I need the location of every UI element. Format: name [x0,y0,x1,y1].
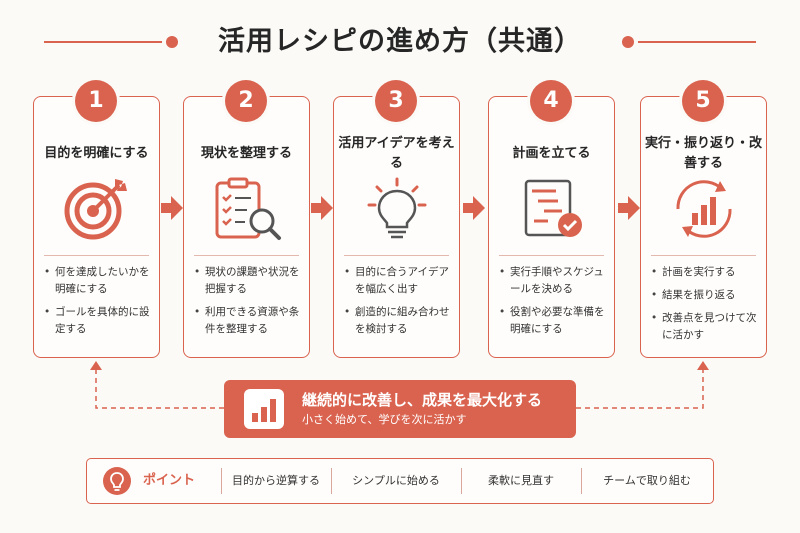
card-divider [651,255,756,256]
title-line-right [638,41,756,43]
step-bullets: 計画を実行する 結果を振り返る 改善点を見つけて次に活かす [651,264,760,350]
bullet: 目的に合うアイデアを幅広く出す [344,264,453,298]
bullet: ゴールを具体的に設定する [44,304,153,338]
point-bar: ポイント 目的から逆算する シンプルに始める 柔軟に見直す チームで取り組む [86,458,714,504]
point-divider [331,468,332,494]
point-label: ポイント [143,473,196,488]
step-card-1: 目的を明確にする 何を達成したいかを明確にする ゴールを具体的に設定する [33,96,160,358]
step-title: 現状を整理する [200,146,292,161]
bullet: 現状の課題や状況を把握する [194,264,303,298]
page-title: 活用レシピの進め方（共通） [218,26,582,57]
clipboard-search-icon [215,177,281,240]
title-dot-right [622,36,634,48]
lightbulb-icon [103,467,131,495]
step-card-3: 活用アイデアを考える 目的に合うアイデアを幅広く出す 創造的に組み合わせを検討す… [333,96,460,358]
arrow-right-icon [161,196,183,220]
point-item: シンプルに始める [352,474,440,487]
bullet: 利用できる資源や条件を整理する [194,304,303,338]
bullet: 何を達成したいかを明確にする [44,264,153,298]
step-bullets: 何を達成したいかを明確にする ゴールを具体的に設定する [44,264,153,344]
continuous-improvement-banner: 継続的に改善し、成果を最大化する 小さく始めて、学びを次に活かす [224,380,576,438]
title-area: 活用レシピの進め方（共通） [0,22,800,62]
arrow-right-icon [618,196,640,220]
bullet: 実行手順やスケジュールを決める [499,264,608,298]
point-item: チームで取り組む [603,474,691,487]
bullet: 改善点を見つけて次に活かす [651,310,760,344]
target-icon [64,179,127,240]
step-number-3: 3 [375,80,417,122]
bullet: 役割や必要な準備を明確にする [499,304,608,338]
title-dot-left [166,36,178,48]
step-title: 計画を立てる [512,146,591,161]
step-card-5: 実行・振り返り・改善する 計画を実行する 結果を振り返る 改善点を見つけて次に活… [640,96,767,358]
loop-sub-text: 小さく始めて、学びを次に活かす [302,413,467,426]
card-divider [499,255,604,256]
step-number-4: 4 [530,80,572,122]
step-bullets: 目的に合うアイデアを幅広く出す 創造的に組み合わせを検討する [344,264,453,344]
step-number-1: 1 [75,80,117,122]
card-divider [44,255,149,256]
loop-main-text: 継続的に改善し、成果を最大化する [302,391,543,409]
gantt-checklist-icon [524,179,582,237]
step-number-2: 2 [225,80,267,122]
step-bullets: 現状の課題や状況を把握する 利用できる資源や条件を整理する [194,264,303,344]
cycle-chart-icon [676,180,732,238]
arrow-right-icon [463,196,485,220]
title-line-left [44,41,162,43]
point-item: 目的から逆算する [232,474,320,487]
bar-chart-icon [244,389,284,429]
bullet: 創造的に組み合わせを検討する [344,304,453,338]
bullet: 計画を実行する [651,264,760,281]
step-title: 活用アイデアを考える [338,136,455,171]
card-divider [344,255,449,256]
point-divider [461,468,462,494]
point-divider [581,468,582,494]
point-divider [221,468,222,494]
step-number-5: 5 [682,80,724,122]
arrow-right-icon [311,196,333,220]
lightbulb-icon [367,177,427,239]
step-title: 実行・振り返り・改善する [645,136,763,171]
step-card-2: 現状を整理する 現状の課題や状況を把握する 利用できる資源や条件を整理する [183,96,310,358]
step-bullets: 実行手順やスケジュールを決める 役割や必要な準備を明確にする [499,264,608,344]
step-card-4: 計画を立てる 実行手順やスケジュールを決める 役割や必要な準備を明確にする [488,96,615,358]
bullet: 結果を振り返る [651,287,760,304]
card-divider [194,255,299,256]
point-item: 柔軟に見直す [488,474,554,487]
step-title: 目的を明確にする [44,146,149,161]
